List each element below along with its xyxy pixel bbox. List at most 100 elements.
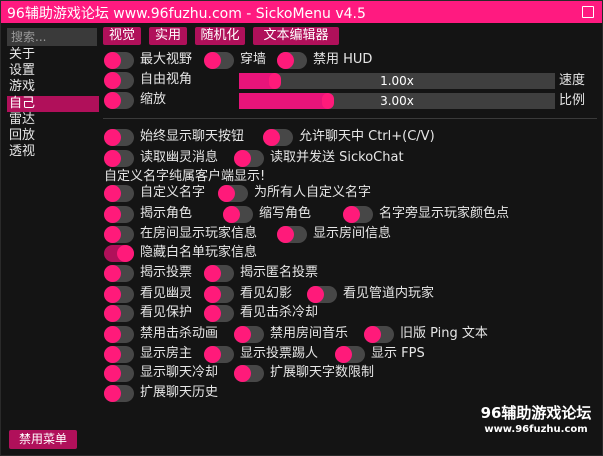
slider-fill (239, 73, 276, 89)
toggle-knob (204, 52, 221, 69)
toggle-show-color-dot[interactable] (343, 206, 373, 223)
toggle-custom-name[interactable] (104, 185, 134, 202)
toggle-extend-chat-limit[interactable] (234, 365, 264, 382)
label-see-phantoms: 看见幻影 (240, 286, 293, 301)
slider-thumb[interactable] (269, 73, 282, 89)
toggle-see-kill-cd[interactable] (204, 305, 234, 322)
label-show-vote-kicks: 显示投票踢人 (240, 346, 319, 361)
sidebar-item-esp[interactable]: 透视 (9, 144, 36, 160)
label-custom-name-all: 为所有人自定义名字 (254, 185, 372, 200)
toggle-see-phantoms[interactable] (204, 286, 234, 303)
toggle-hide-whitelist[interactable] (104, 245, 134, 262)
toggle-allow-ctrl-cv[interactable] (263, 129, 293, 146)
sidebar-item-replay[interactable]: 回放 (9, 127, 36, 143)
toggle-show-player-info-lobby[interactable] (104, 226, 134, 243)
window-title: 96辅助游戏论坛 www.96fuzhu.com - SickoMenu v4.… (7, 6, 366, 22)
toggle-knob (104, 206, 121, 223)
label-show-chat-cd: 显示聊天冷却 (140, 365, 219, 380)
toggle-knob (218, 185, 235, 202)
toggle-knob (277, 226, 294, 243)
search-input[interactable] (7, 28, 97, 46)
label-see-ghosts: 看见幽灵 (140, 286, 193, 301)
sidebar-item-about[interactable]: 关于 (9, 47, 36, 62)
toggle-show-chat-cd[interactable] (104, 365, 134, 382)
label-disable-hud: 禁用 HUD (313, 52, 373, 67)
tab-utility[interactable]: 实用 (149, 27, 187, 45)
tab-text-editor[interactable]: 文本编辑器 (253, 27, 339, 45)
zoom-slider[interactable]: 3.00x (239, 93, 555, 109)
toggle-zoom[interactable] (104, 92, 134, 109)
section-header-custom-name: 自定义名字纯属客户端显示! (104, 169, 266, 184)
toggle-old-ping-text[interactable] (364, 326, 394, 343)
toggle-knob (204, 265, 221, 282)
toggle-read-ghost[interactable] (104, 150, 134, 167)
slider-thumb[interactable] (321, 93, 334, 109)
toggle-noclip[interactable] (204, 52, 234, 69)
toggle-knob (343, 206, 360, 223)
toggle-see-vent-players[interactable] (307, 286, 337, 303)
toggle-knob (104, 226, 121, 243)
label-see-kill-cd: 看见击杀冷却 (240, 305, 319, 320)
tab-visual[interactable]: 视觉 (103, 27, 141, 45)
toggle-disable-kill-anim[interactable] (104, 326, 134, 343)
label-show-fps: 显示 FPS (371, 346, 425, 361)
label-disable-lobby-music: 禁用房间音乐 (270, 326, 349, 341)
toggle-see-ghosts[interactable] (104, 286, 134, 303)
toggle-show-vote-kicks[interactable] (204, 346, 234, 363)
toggle-read-send-sickochat[interactable] (234, 150, 264, 167)
section-divider (103, 118, 597, 119)
tab-randomize[interactable]: 随机化 (195, 27, 245, 45)
toggle-knob (307, 286, 324, 303)
label-ratio: 比例 (559, 93, 586, 108)
toggle-knob (104, 265, 121, 282)
label-see-protect: 看见保护 (140, 305, 193, 320)
toggle-free-cam[interactable] (104, 72, 134, 89)
sidebar-item-radar[interactable]: 雷达 (9, 111, 36, 127)
toggle-reveal-roles[interactable] (104, 206, 134, 223)
toggle-knob (204, 305, 221, 322)
label-abbrev-roles: 缩写角色 (259, 206, 312, 221)
toggle-reveal-votes[interactable] (104, 265, 134, 282)
toggle-show-host[interactable] (104, 346, 134, 363)
label-custom-name: 自定义名字 (140, 185, 206, 200)
toggle-knob (364, 326, 381, 343)
toggle-see-protect[interactable] (104, 305, 134, 322)
title-bar[interactable]: 96辅助游戏论坛 www.96fuzhu.com - SickoMenu v4.… (1, 1, 602, 23)
disable-menu-button[interactable]: 禁用菜单 (9, 430, 77, 449)
label-free-cam: 自由视角 (140, 72, 193, 87)
toggle-reveal-anon-votes[interactable] (204, 265, 234, 282)
collapse-icon[interactable] (582, 6, 594, 18)
toggle-abbrev-roles[interactable] (223, 206, 253, 223)
toggle-knob (335, 346, 352, 363)
label-extend-chat-limit: 扩展聊天字数限制 (270, 365, 375, 380)
toggle-disable-hud[interactable] (277, 52, 307, 69)
toggle-knob (117, 245, 134, 262)
toggle-disable-lobby-music[interactable] (234, 326, 264, 343)
toggle-custom-name-all[interactable] (218, 185, 248, 202)
toggle-knob (277, 52, 294, 69)
speed-slider[interactable]: 1.00x (239, 73, 555, 89)
label-read-ghost: 读取幽灵消息 (140, 150, 219, 165)
label-show-host: 显示房主 (140, 346, 193, 361)
toggle-knob (104, 346, 121, 363)
toggle-knob (104, 72, 121, 89)
sidebar-nav: 关于 设置 游戏 自己 雷达 回放 透视 (7, 47, 99, 160)
toggle-knob (104, 129, 121, 146)
label-reveal-roles: 揭示角色 (140, 206, 193, 221)
toggle-knob (234, 150, 251, 167)
toggle-knob (263, 129, 280, 146)
sidebar-item-self[interactable]: 自己 (7, 95, 99, 112)
label-noclip: 穿墙 (240, 52, 267, 67)
toggle-always-show-chat[interactable] (104, 129, 134, 146)
watermark-url: www.96fuzhu.com (484, 424, 588, 435)
toggle-show-fps[interactable] (335, 346, 365, 363)
toggle-knob (204, 286, 221, 303)
toggle-show-lobby-info[interactable] (277, 226, 307, 243)
toggle-extend-chat-history[interactable] (104, 385, 134, 402)
toggle-knob (234, 365, 251, 382)
label-speed: 速度 (559, 73, 586, 88)
toggle-max-fov[interactable] (104, 52, 134, 69)
sidebar-item-game[interactable]: 游戏 (9, 79, 36, 95)
sidebar-item-settings[interactable]: 设置 (9, 63, 36, 79)
